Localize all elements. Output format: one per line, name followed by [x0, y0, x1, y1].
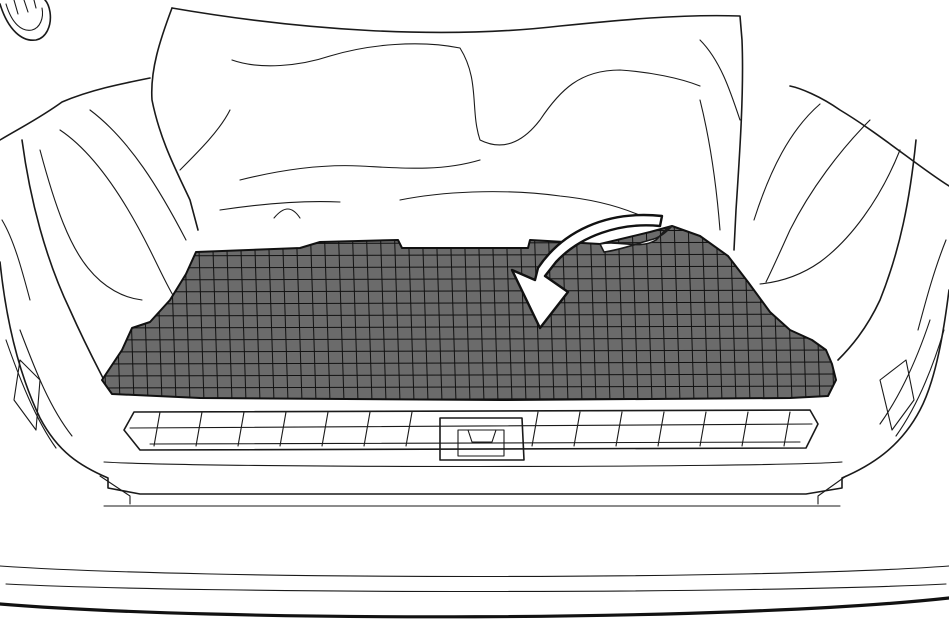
sill-rib [658, 412, 664, 446]
mat-grid-line [90, 230, 850, 232]
sill-rib [238, 412, 244, 446]
tire-icon [0, 0, 50, 40]
sill-rib [196, 412, 202, 446]
rear-sill-trim [100, 410, 846, 506]
sill-rib [700, 412, 706, 446]
sill-rib [532, 412, 538, 446]
sill-rib [784, 412, 790, 446]
rear-bumper [0, 566, 949, 617]
sill-rib [574, 412, 580, 446]
sill-rib [364, 412, 370, 446]
sill-rib [742, 412, 748, 446]
sill-rib [406, 412, 412, 446]
sill-rib [616, 412, 622, 446]
rear-seatback [152, 8, 743, 250]
trunk-floor-mat [90, 220, 850, 402]
mat-grid-line [90, 242, 850, 244]
sill-rib [154, 412, 160, 446]
sill-rib [280, 412, 286, 446]
sill-rib [322, 412, 328, 446]
